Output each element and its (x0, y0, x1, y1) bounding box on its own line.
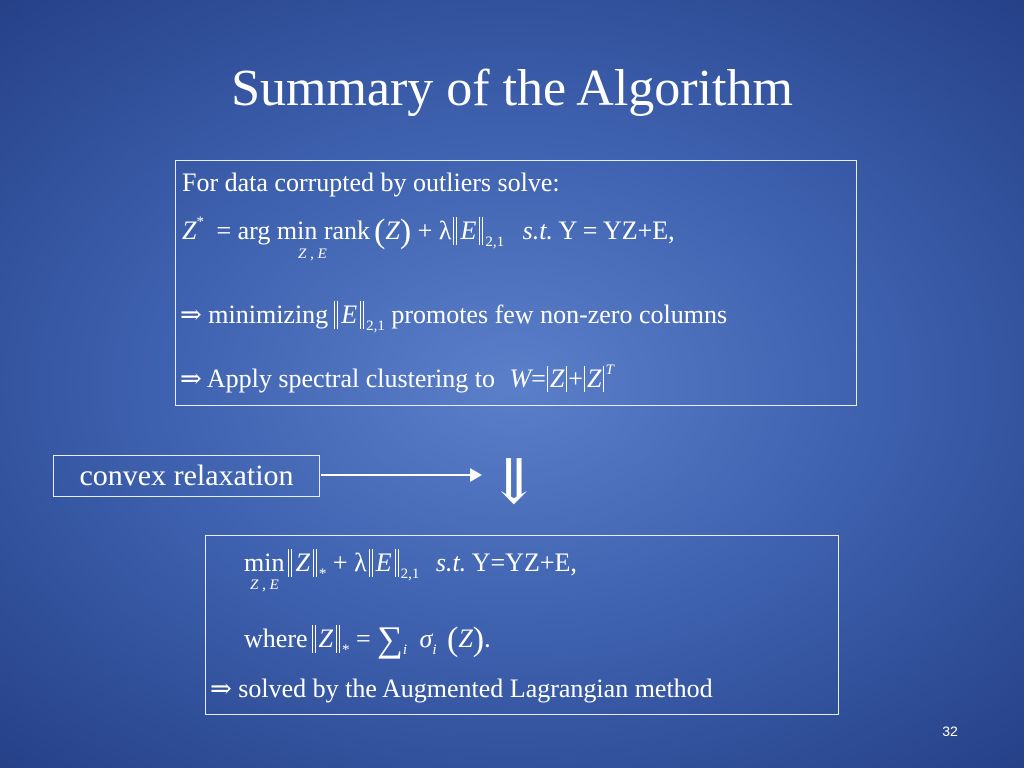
solved-text: solved by the Augmented Lagrangian metho… (238, 674, 713, 703)
sigma-z: Z (458, 624, 473, 653)
eq-norm-sub: 2,1 (485, 234, 505, 250)
minimizing-text: minimizing (208, 300, 329, 329)
eq-z: Z (385, 216, 400, 245)
eq-st: s.t. (522, 216, 553, 245)
down-double-arrow-icon: ⇓ (488, 449, 540, 517)
sum-sub: i (402, 642, 407, 658)
z-var-2: Z (586, 364, 602, 393)
transpose-sup: T (605, 362, 614, 378)
problem-box (175, 160, 857, 406)
relaxed-z: Z (295, 548, 310, 577)
w-var: W (509, 364, 532, 393)
relaxed-equation: min Z * + λ E 2,1 s.t. Y=YZ+E, (244, 548, 577, 582)
z-var-1: Z (549, 364, 565, 393)
minimizing-sub: 2,1 (366, 318, 385, 334)
page-number: 32 (942, 723, 958, 739)
slide-title: Summary of the Algorithm (231, 60, 793, 117)
problem-intro-text: For data corrupted by outliers solve: (182, 168, 560, 197)
eq-paren-close: ) (399, 213, 412, 250)
promotes-text: promotes few non-zero columns (391, 300, 728, 329)
sigma-sub: i (432, 642, 437, 658)
where-text: where (244, 624, 308, 653)
sigma-paren-close: ) (472, 621, 485, 658)
eq-lhs: Z (182, 216, 197, 245)
solved-line: ⇒ solved by the Augmented Lagrangian met… (210, 674, 713, 704)
right-arrow-line (321, 474, 475, 476)
relaxed-min: min (244, 548, 285, 577)
w-plus: + (568, 364, 583, 393)
implies-arrow: ⇒ (210, 674, 232, 703)
minimizing-line: ⇒ minimizing E 2,1 promotes few non-zero c… (180, 300, 727, 334)
implies-arrow: ⇒ (180, 364, 202, 393)
relaxed-min-subscript: Z , E (250, 577, 279, 593)
implies-arrow: ⇒ (180, 300, 202, 329)
relaxed-problem-box (205, 535, 839, 715)
sigma-period: . (484, 624, 491, 653)
w-equals: = (531, 364, 546, 393)
sum-symbol: ∑ (377, 619, 403, 659)
minimizing-e: E (341, 300, 358, 329)
relaxed-plus-lambda: + λ (332, 548, 367, 577)
where-equals: = (355, 624, 371, 653)
relaxed-z-sub: * (318, 566, 327, 582)
eq-plus-lambda: + λ (417, 216, 452, 245)
eq-paren-open: ( (374, 213, 386, 250)
eq-min-subscript: Z , E (298, 246, 327, 262)
sigma-symbol: σ (419, 624, 433, 653)
eq-e: E (460, 216, 477, 245)
relaxed-st: s.t. (435, 548, 467, 577)
right-arrow-icon (470, 468, 482, 482)
convex-relaxation-label: convex relaxation (53, 455, 320, 497)
eq-lhs-star: * (196, 214, 204, 230)
eq-rank: rank (323, 216, 371, 245)
where-z-sub: * (341, 642, 350, 658)
relaxed-e-sub: 2,1 (400, 566, 420, 582)
eq-equals: = (216, 216, 232, 245)
spectral-text: Apply spectral clustering to (206, 364, 495, 393)
relaxed-e: E (375, 548, 392, 577)
eq-constraint: Y = YZ+E, (558, 216, 675, 245)
eq-arg: arg (237, 216, 271, 245)
relaxed-constraint: Y=YZ+E, (471, 548, 577, 577)
where-z: Z (318, 624, 333, 653)
eq-min: min (276, 216, 318, 245)
sigma-paren-open: ( (447, 621, 459, 658)
